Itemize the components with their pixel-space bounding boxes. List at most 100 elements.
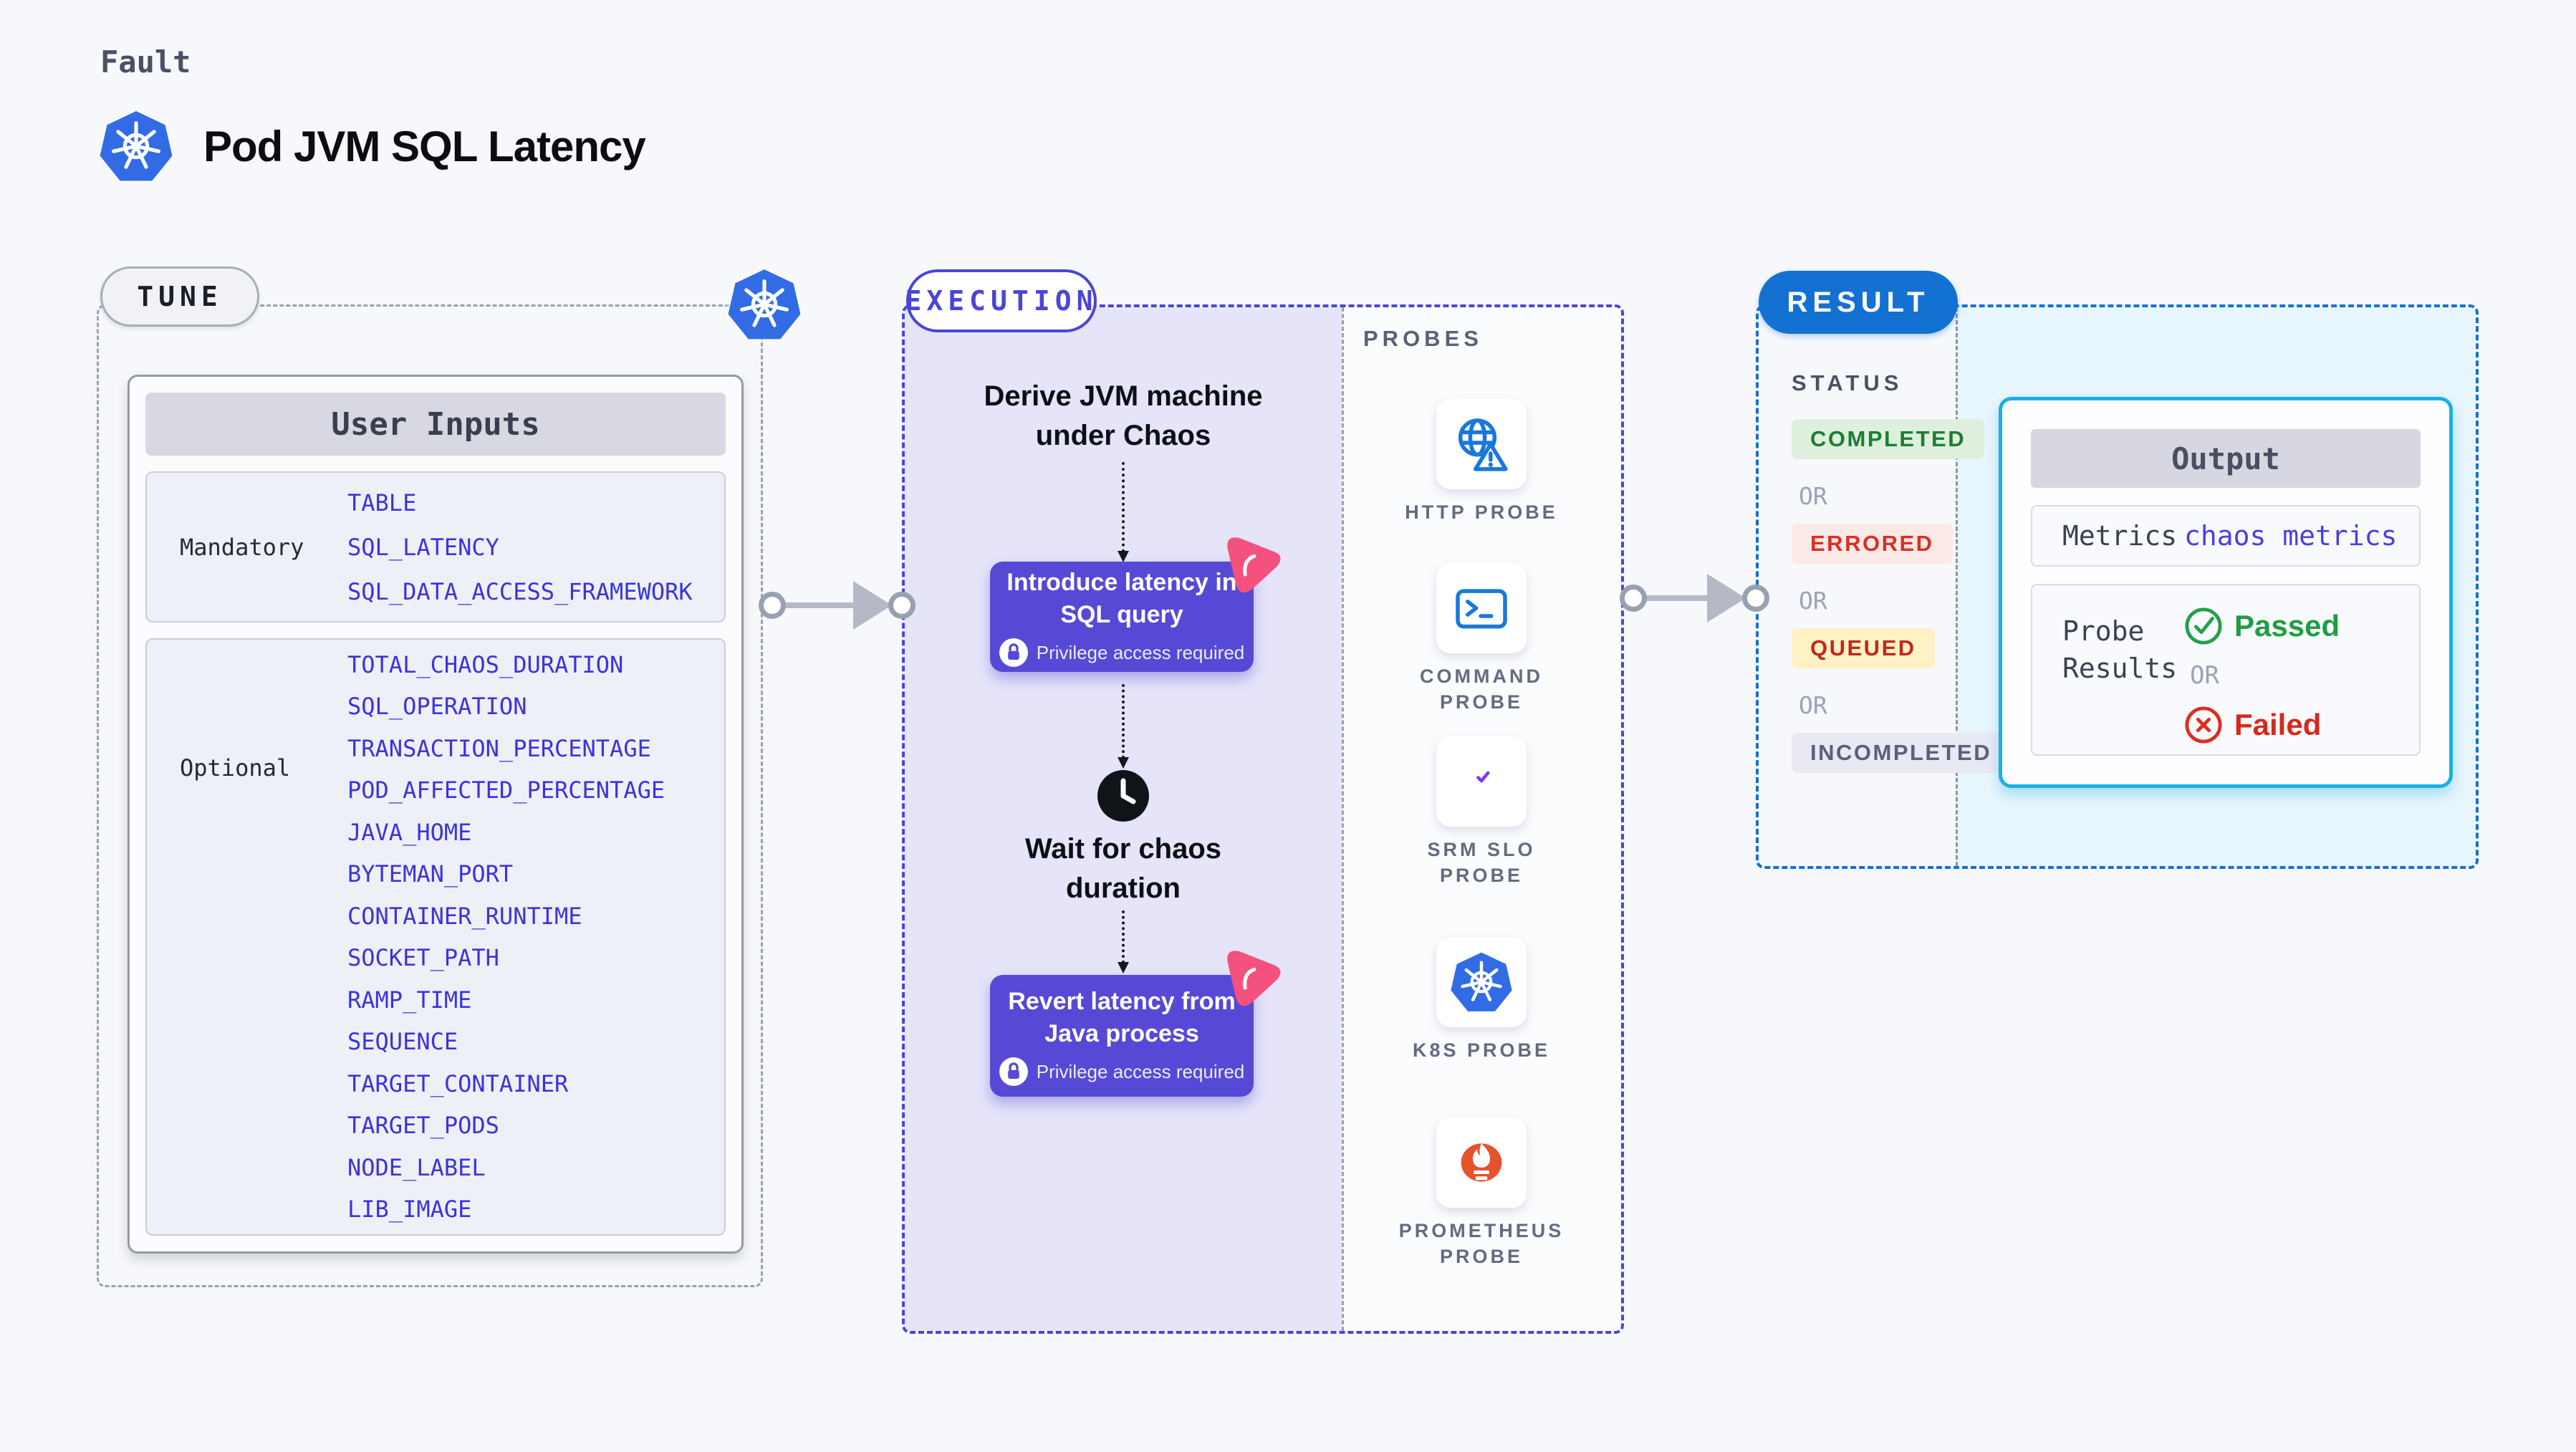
user-inputs-card: User Inputs Mandatory TABLE SQL_LATENCY SQ…	[128, 375, 744, 1254]
flow-arrow-icon	[1118, 684, 1129, 769]
param-item: SQL_OPERATION	[347, 693, 527, 720]
slo-check-icon	[1450, 750, 1513, 813]
param-item: TABLE	[347, 489, 417, 516]
execution-probes-divider	[1342, 307, 1344, 1331]
param-item: SEQUENCE	[347, 1028, 458, 1055]
mandatory-row: Mandatory TABLE SQL_LATENCY SQL_DATA_ACCES…	[145, 471, 726, 622]
connector-arrowhead-icon	[853, 581, 892, 630]
probe-k8s: K8S PROBE	[1342, 937, 1621, 1063]
probe-results-row: Probe Results Passed OR Failed	[2031, 584, 2421, 756]
param-item: RAMP_TIME	[347, 986, 472, 1014]
failed-label: Failed	[2234, 708, 2322, 741]
step-introduce-latency: Introduce latency in SQL query Privilege…	[990, 562, 1254, 672]
passed-label: Passed	[2234, 609, 2340, 643]
optional-row: Optional TOTAL_CHAOS_DURATION SQL_OPERATI…	[145, 638, 726, 1236]
kubernetes-icon	[99, 109, 173, 183]
param-item: NODE_LABEL	[347, 1153, 486, 1181]
wait-step-text: Wait for chaos duration	[1024, 833, 1222, 904]
metrics-row: Metrics chaos metrics	[2031, 505, 2421, 567]
flow-arrow-icon	[1118, 462, 1129, 562]
x-circle-icon	[2184, 706, 2223, 744]
metrics-label: Metrics	[2062, 520, 2178, 552]
param-item: POD_AFFECTED_PERCENTAGE	[347, 777, 665, 804]
or-separator: OR	[1799, 587, 1827, 615]
step-title: Revert latency from Java process	[1008, 988, 1236, 1047]
connector-arrowhead-icon	[1707, 574, 1746, 622]
execution-panel: EXECUTION Derive JVM machine under Chaos…	[902, 269, 1624, 1334]
connector-endpoint	[1742, 585, 1769, 612]
terminal-icon	[1450, 577, 1513, 640]
param-item: SOCKET_PATH	[347, 944, 499, 971]
step-title: Introduce latency in SQL query	[1006, 569, 1237, 628]
step-revert-latency: Revert latency from Java process Privile…	[990, 975, 1254, 1097]
connector-endpoint	[1620, 585, 1647, 612]
clock-icon	[1096, 769, 1150, 823]
status-badge-incompleted: INCOMPLETED	[1792, 733, 2011, 773]
globe-alert-icon	[1450, 413, 1513, 476]
probe-results-values: Passed OR Failed	[2184, 585, 2340, 754]
user-inputs-header: User Inputs	[145, 393, 726, 456]
mandatory-params: TABLE SQL_LATENCY SQL_DATA_ACCESS_FRAMEWOR…	[347, 473, 724, 621]
probe-http: HTTP PROBE	[1342, 399, 1621, 525]
status-output-divider	[1956, 307, 1958, 866]
probe-label: COMMAND PROBE	[1420, 665, 1543, 713]
check-circle-icon	[2184, 607, 2223, 645]
connector-endpoint	[888, 592, 915, 619]
probe-card	[1436, 563, 1527, 653]
privilege-note-text: Privilege access required	[1036, 1060, 1245, 1082]
flow-arrow-icon	[1118, 910, 1129, 973]
status-heading: STATUS	[1792, 370, 1903, 395]
kubernetes-icon	[727, 267, 802, 342]
probe-label: K8S PROBE	[1412, 1039, 1551, 1061]
or-separator: OR	[1799, 691, 1827, 719]
param-item: BYTEMAN_PORT	[347, 860, 514, 888]
param-item: JAVA_HOME	[347, 818, 472, 846]
probe-label: PROMETHEUS PROBE	[1398, 1220, 1565, 1267]
mandatory-label: Mandatory	[180, 533, 304, 561]
lock-icon	[999, 638, 1028, 667]
privilege-note: Privilege access required	[999, 638, 1244, 667]
probe-card	[1436, 399, 1527, 489]
prometheus-icon	[1450, 1131, 1513, 1194]
chaos-litmus-icon	[1213, 938, 1289, 1014]
or-separator: OR	[1799, 482, 1827, 510]
failed-row: Failed	[2184, 706, 2340, 744]
param-item: TARGET_CONTAINER	[347, 1069, 569, 1097]
probe-label: SRM SLO PROBE	[1427, 839, 1536, 886]
param-item: SQL_LATENCY	[347, 533, 499, 561]
probe-results-label: Probe Results	[2062, 615, 2178, 684]
probe-srm-slo: SRM SLO PROBE	[1342, 736, 1621, 888]
param-item: LIB_IMAGE	[347, 1196, 472, 1223]
status-badge-completed: COMPLETED	[1792, 419, 1985, 459]
privilege-note-text: Privilege access required	[1036, 641, 1245, 663]
title-row: Pod JVM SQL Latency	[99, 109, 646, 183]
chaos-litmus-icon	[1213, 524, 1289, 600]
param-item: TARGET_PODS	[347, 1112, 499, 1139]
probe-prometheus: PROMETHEUS PROBE	[1342, 1117, 1621, 1269]
optional-label: Optional	[180, 754, 291, 782]
connector-line	[772, 602, 857, 608]
derive-step-text: Derive JVM machine under Chaos	[984, 380, 1263, 451]
kubernetes-icon	[1450, 951, 1513, 1014]
result-panel: RESULT STATUS COMPLETED OR ERRORED OR QU…	[1756, 271, 2479, 869]
execution-badge: EXECUTION	[905, 269, 1097, 332]
probes-heading: PROBES	[1363, 326, 1483, 351]
probe-label: HTTP PROBE	[1405, 501, 1558, 523]
result-badge: RESULT	[1759, 271, 1958, 334]
lock-icon	[999, 1057, 1028, 1086]
fault-kicker: Fault	[100, 44, 191, 80]
param-item: TOTAL_CHAOS_DURATION	[347, 650, 624, 678]
privilege-note: Privilege access required	[999, 1057, 1244, 1086]
status-badge-errored: ERRORED	[1792, 524, 1953, 564]
probe-card	[1436, 1117, 1527, 1208]
output-card: Output Metrics chaos metrics Probe Resul…	[1999, 397, 2453, 788]
tune-badge: TUNE	[100, 266, 259, 327]
connector-line	[1633, 595, 1711, 601]
probe-command: COMMAND PROBE	[1342, 563, 1621, 715]
param-item: SQL_DATA_ACCESS_FRAMEWORK	[347, 577, 693, 605]
status-badge-queued: QUEUED	[1792, 628, 1935, 668]
metrics-value: chaos metrics	[2184, 520, 2398, 552]
probe-card	[1436, 736, 1527, 827]
